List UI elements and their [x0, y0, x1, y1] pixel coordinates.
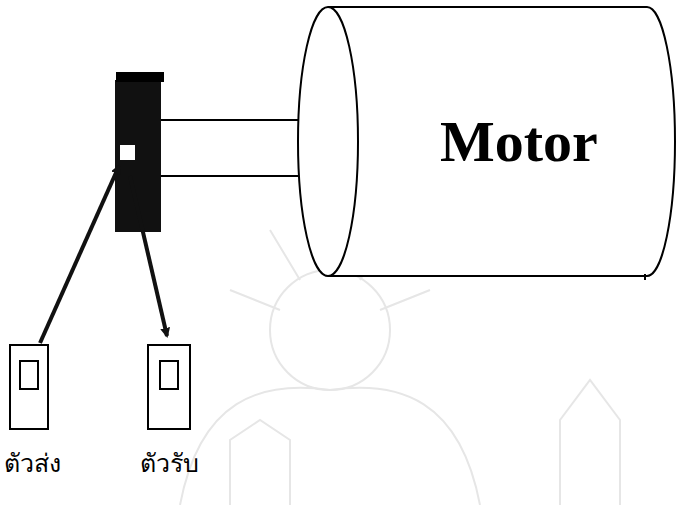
sensor-label: ตัวส่ง — [4, 443, 61, 483]
sensor-label: ตัวรับ — [140, 443, 199, 483]
receive-arrow — [130, 176, 167, 336]
receiver-sensor: ตัวรับ — [140, 343, 216, 495]
emit-arrow — [40, 166, 119, 343]
motor-body: Motor — [296, 2, 677, 280]
motor-label: Motor — [440, 108, 598, 175]
disk-cap — [116, 72, 164, 82]
transmitter-sensor: ตัวส่ง — [4, 343, 80, 495]
disk-slot — [120, 145, 135, 160]
